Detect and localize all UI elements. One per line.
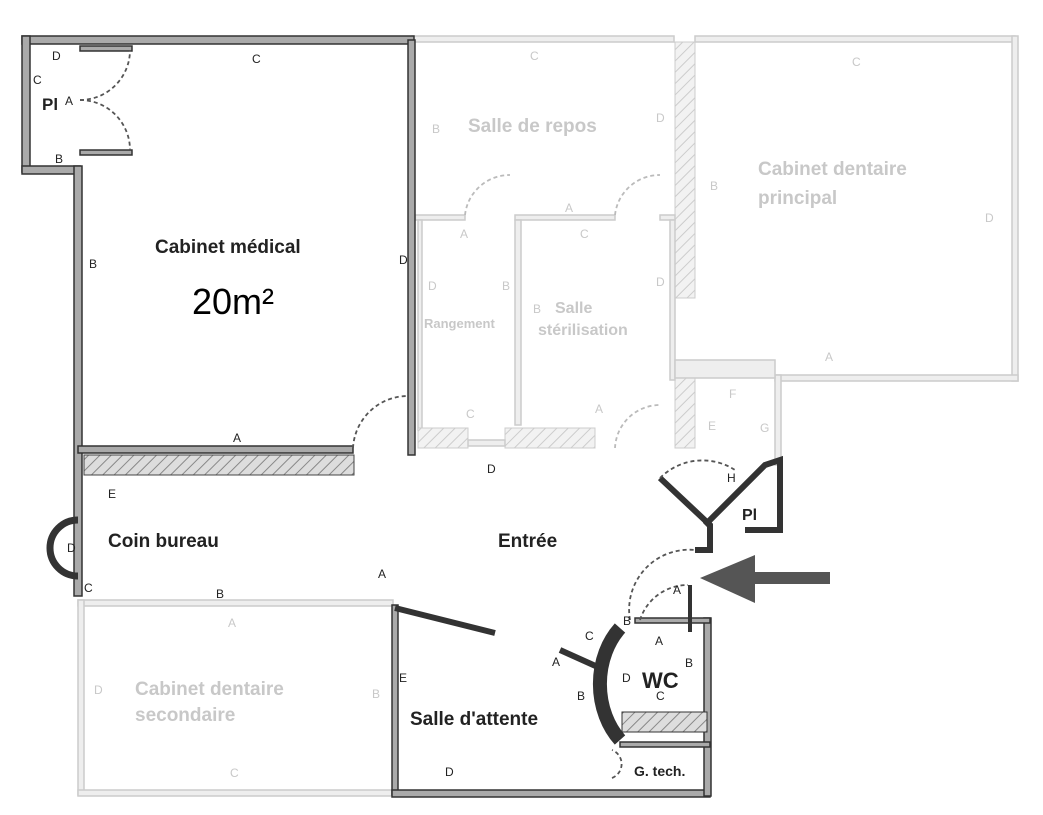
wall-letter: E	[108, 487, 116, 501]
wall-letter: C	[252, 52, 261, 66]
wall-letter: C	[580, 227, 589, 241]
wall-letter: C	[84, 581, 93, 595]
wall-letter: D	[52, 49, 61, 63]
wall-letter: C	[656, 689, 665, 703]
room-label-cabinet-dentaire-secondaire: Cabinet dentaire	[135, 679, 284, 700]
room-label-cabinet-medical: Cabinet médical	[155, 237, 301, 258]
wall-letter: A	[378, 567, 386, 581]
wall-letter: A	[460, 227, 468, 241]
wall-letter: A	[595, 402, 603, 416]
room-label-salle-repos: Salle de repos	[468, 116, 597, 137]
wall-letter: C	[466, 407, 475, 421]
faded-walls	[77, 35, 1019, 797]
wall-letter: G	[760, 421, 769, 435]
room-label-wc: WC	[642, 668, 679, 693]
room-label-rangement: Rangement	[424, 316, 495, 331]
room-label-pl-right: Pl	[742, 507, 757, 524]
wall-letter: D	[67, 541, 76, 555]
entrance-arrow-icon	[700, 555, 830, 603]
wall-letter: A	[228, 616, 236, 630]
room-label-cabinet-dentaire-principal-2: principal	[758, 188, 837, 209]
wall-letter: C	[852, 55, 861, 69]
wall-letter: B	[502, 279, 510, 293]
wall-letter: D	[622, 671, 631, 685]
wall-letter: D	[656, 111, 665, 125]
wall-letter: A	[565, 201, 573, 215]
active-walls	[21, 35, 783, 798]
wall-letter: C	[230, 766, 239, 780]
wall-letter: A	[825, 350, 833, 364]
wall-letter: B	[623, 614, 631, 628]
wall-letters-faded: C B D A A C D B B D C A C B D A F E G A …	[94, 49, 994, 780]
wall-letter: A	[552, 655, 560, 669]
wall-letter: B	[577, 689, 585, 703]
room-label-g-tech: G. tech.	[634, 763, 685, 779]
wall-letter: E	[708, 419, 716, 433]
wall-letter: D	[985, 211, 994, 225]
wall-letter: H	[727, 471, 736, 485]
wall-letter: D	[656, 275, 665, 289]
wall-letter: F	[729, 387, 736, 401]
wall-letter: B	[533, 302, 541, 316]
room-label-salle-sterilisation: Salle	[555, 300, 592, 317]
wall-letter: B	[216, 587, 224, 601]
room-label-salle-sterilisation-2: stérilisation	[538, 322, 628, 339]
wall-letter: A	[655, 634, 663, 648]
wall-letter: D	[445, 765, 454, 779]
room-label-salle-attente: Salle d'attente	[410, 709, 538, 730]
wall-letter: B	[372, 687, 380, 701]
wall-letter: C	[585, 629, 594, 643]
wall-letter: C	[530, 49, 539, 63]
wall-letter: D	[487, 462, 496, 476]
room-label-cabinet-dentaire-principal: Cabinet dentaire	[758, 159, 907, 180]
wall-letter: B	[432, 122, 440, 136]
room-label-pl-top: Pl	[42, 95, 58, 114]
room-label-cabinet-dentaire-secondaire-2: secondaire	[135, 705, 235, 726]
wall-letter: B	[55, 152, 63, 166]
wall-letter: A	[65, 94, 73, 108]
room-label-coin-bureau: Coin bureau	[108, 531, 219, 552]
wall-letter: D	[428, 279, 437, 293]
wall-letter: D	[94, 683, 103, 697]
wall-letter: B	[89, 257, 97, 271]
wall-letters-active: D C A B C B D A D E D C B A H A B C A B …	[33, 49, 736, 779]
wall-letter: A	[233, 431, 241, 445]
wall-letter: B	[685, 656, 693, 670]
wall-letter: E	[399, 671, 407, 685]
wall-letter: B	[710, 179, 718, 193]
room-label-entree: Entrée	[498, 531, 557, 552]
wall-letter: C	[33, 73, 42, 87]
wall-letter: A	[673, 583, 681, 597]
wall-letter: D	[399, 253, 408, 267]
room-area: 20m²	[192, 281, 274, 322]
